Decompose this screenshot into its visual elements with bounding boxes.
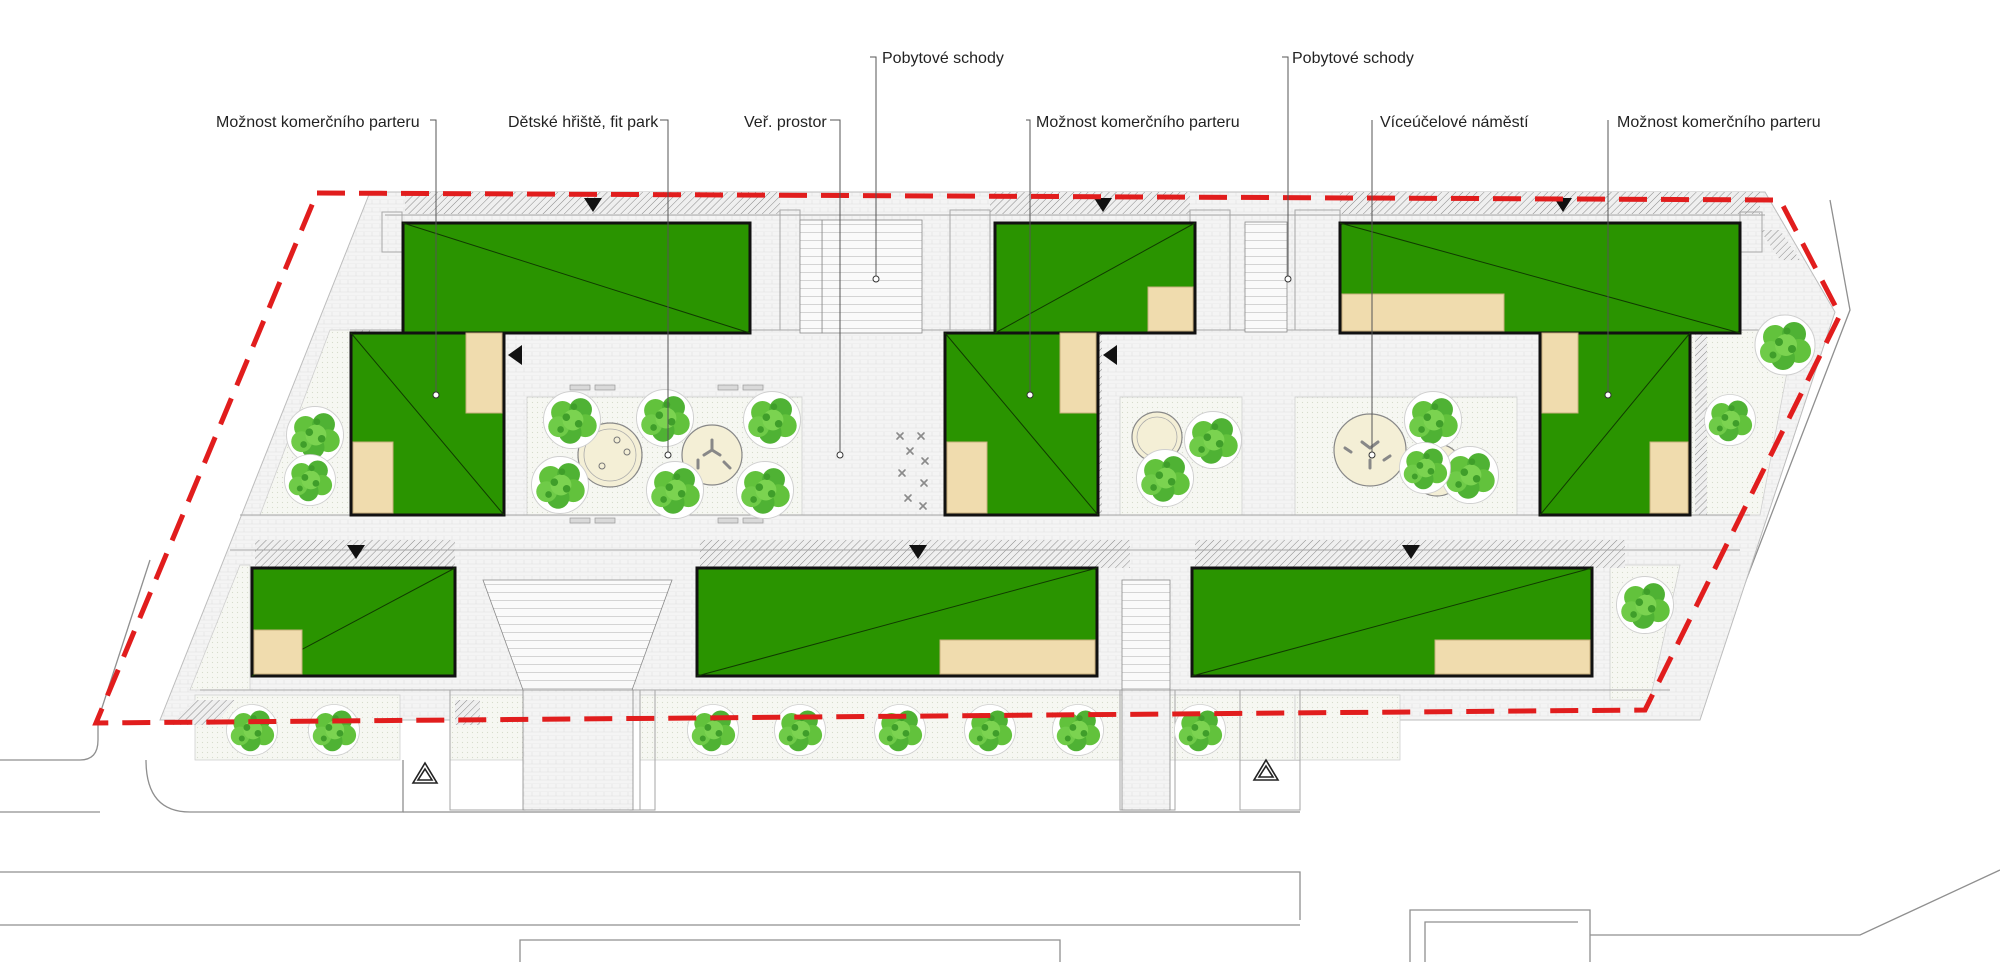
terraces <box>253 286 1689 675</box>
site-boundary <box>92 190 1843 726</box>
tree-icon <box>636 389 694 447</box>
label-square: Víceúčelové náměstí <box>1380 114 1529 131</box>
stairs-south-right <box>1121 579 1171 691</box>
label-stairs-left: Pobytové schody <box>882 50 1004 67</box>
tree-icon <box>1399 442 1451 494</box>
annotations: Pobytové schody Pobytové schody Možnost … <box>216 50 1821 131</box>
parking-warning-icon <box>411 761 439 784</box>
tree-icon <box>1704 394 1756 446</box>
label-commercial-3: Možnost komerčního parteru <box>1617 114 1821 131</box>
tree-icon <box>743 391 801 449</box>
tree-icon <box>1754 314 1816 376</box>
entrance-triangle-icon <box>508 345 522 365</box>
tree-icon <box>736 461 794 519</box>
tree-icon <box>964 704 1016 756</box>
courtyard-playground <box>569 384 764 524</box>
tree-icon <box>874 704 926 756</box>
parking-warning-icon <box>1252 758 1280 781</box>
label-stairs-right: Pobytové schody <box>1292 50 1414 67</box>
tree-icon <box>531 456 589 514</box>
label-commercial-1: Možnost komerčního parteru <box>216 114 420 131</box>
tree-icon <box>543 391 601 449</box>
entrance-triangle-icon <box>1103 345 1117 365</box>
tree-icon <box>646 461 704 519</box>
entrance-markers <box>347 198 1572 559</box>
stairs <box>482 219 1288 811</box>
tree-icon <box>1184 411 1242 469</box>
leader-lines <box>430 56 1609 455</box>
tree-icon <box>1441 446 1499 504</box>
public-seating <box>896 432 929 510</box>
tree-icon <box>226 704 278 756</box>
parking-warning-icons <box>411 758 1280 784</box>
tree-icon <box>1404 391 1462 449</box>
tree-icon <box>308 704 360 756</box>
tree-icon <box>284 454 336 506</box>
stairs-main-north <box>821 219 923 334</box>
tree-icon <box>774 704 826 756</box>
tree-icon <box>1616 576 1674 634</box>
label-commercial-2: Možnost komerčního parteru <box>1036 114 1240 131</box>
tree-icon <box>687 704 739 756</box>
stairs-narrow-north <box>1244 221 1288 333</box>
label-playground: Dětské hřiště, fit park <box>508 114 659 131</box>
label-public-space: Veř. prostor <box>744 114 827 131</box>
tree-icon <box>1136 449 1194 507</box>
leader-dots <box>432 275 1612 459</box>
